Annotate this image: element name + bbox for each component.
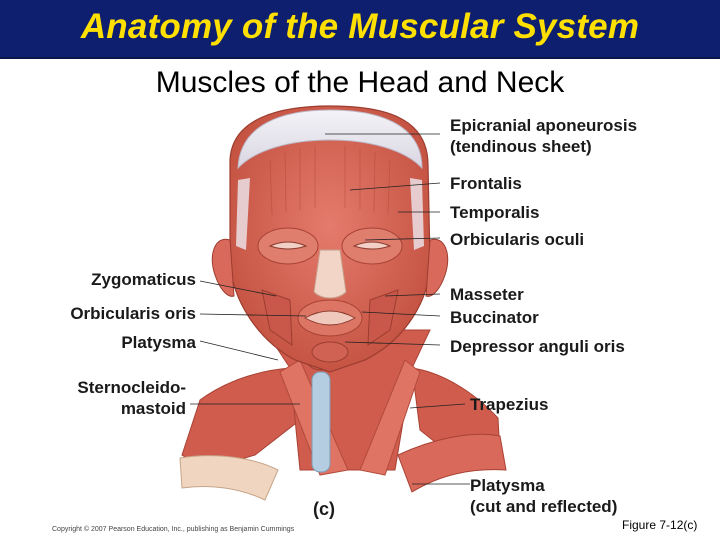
label-depressor-anguli-oris: Depressor anguli oris: [450, 337, 625, 356]
neck: [264, 329, 431, 476]
label-frontalis: Frontalis: [450, 174, 522, 193]
copyright-notice: Copyright © 2007 Pearson Education, Inc.…: [52, 526, 295, 533]
leader-lines: [190, 133, 470, 485]
slide-title: Anatomy of the Muscular System: [80, 7, 640, 46]
label-epicranial-aponeurosis: Epicranial aponeurosis (tendinous sheet): [450, 115, 637, 157]
label-platysma: Platysma: [121, 333, 196, 352]
trachea: [311, 371, 331, 473]
label-zygomaticus: Zygomaticus: [91, 270, 196, 289]
label-temporalis: Temporalis: [450, 203, 540, 222]
ear-right: [425, 238, 449, 297]
panel-tag: (c): [313, 499, 335, 519]
frontalis-striations: [269, 146, 391, 216]
label-line: Platysma: [470, 476, 545, 495]
label-line: (tendinous sheet): [450, 137, 592, 156]
epicranial-aponeurosis: [237, 109, 423, 170]
label-sternocleidomastoid: Sternocleido- mastoid: [40, 377, 186, 419]
head: [211, 105, 449, 373]
title-bar: Anatomy of the Muscular System: [0, 0, 720, 59]
ear-left: [211, 238, 235, 297]
label-buccinator: Buccinator: [450, 308, 539, 327]
cut-platysma: [179, 433, 507, 501]
label-orbicularis-oris: Orbicularis oris: [70, 304, 196, 323]
label-trapezius: Trapezius: [470, 395, 549, 414]
label-line: Sternocleido-: [77, 378, 186, 397]
masseter-left: [261, 289, 293, 346]
label-platysma-cut: Platysma (cut and reflected): [470, 475, 617, 517]
label-line: Epicranial aponeurosis: [450, 116, 638, 135]
label-line: mastoid: [120, 399, 186, 418]
sternocleidomastoid-right: [359, 359, 421, 476]
figure-reference: Figure 7-12(c): [622, 518, 698, 532]
label-masseter: Masseter: [450, 285, 524, 304]
label-orbicularis-oculi: Orbicularis oculi: [450, 230, 585, 249]
label-line: (cut and reflected): [470, 497, 618, 516]
slide-subtitle: Muscles of the Head and Neck: [155, 66, 565, 99]
nose: [313, 249, 347, 299]
lips: [303, 310, 357, 326]
masseter-right: [367, 289, 399, 346]
